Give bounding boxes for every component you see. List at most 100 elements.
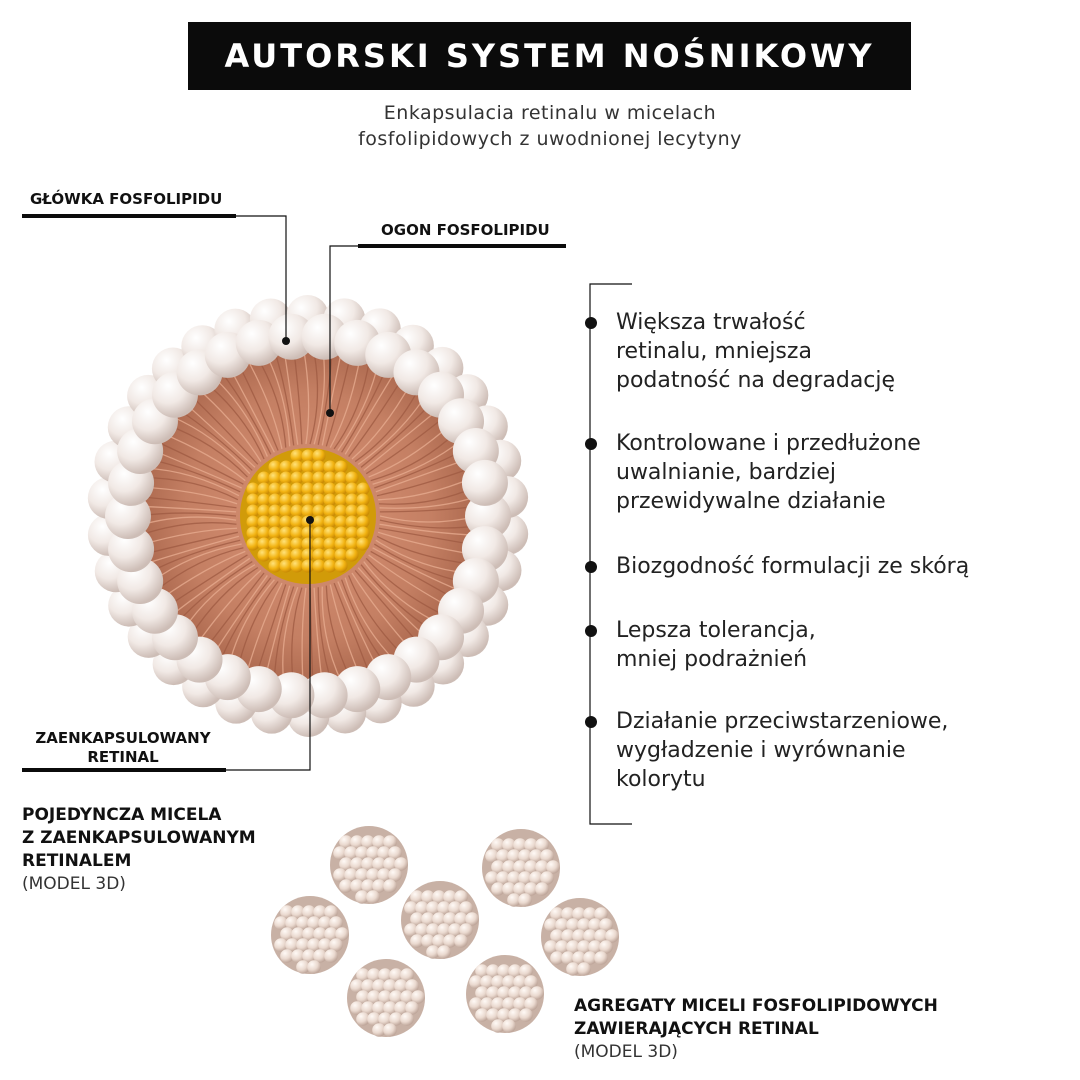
aggregate-bead [507, 871, 521, 885]
phospholipid-head [108, 526, 155, 573]
retinal-bead [301, 559, 315, 573]
aggregate-bead [361, 857, 375, 871]
aggregate-bead [513, 860, 527, 874]
aggregate-bead [529, 871, 543, 885]
aggregate-bead [502, 882, 516, 896]
retinal-bead [279, 515, 293, 529]
aggregate-bead [383, 1001, 397, 1015]
aggregate-bead [524, 975, 538, 989]
aggregate-bead [280, 905, 294, 919]
aggregate-bead [426, 945, 440, 959]
retinal-bead [257, 515, 271, 529]
retinal-bead [268, 471, 282, 485]
retinal-bead [345, 537, 359, 551]
benefit-item-1: Większa trwałość retinalu, mniejsza poda… [616, 308, 1076, 395]
aggregate-bead [502, 860, 516, 874]
aggregate-bead [448, 901, 462, 915]
retinal-bead [345, 471, 359, 485]
aggregate-bead [454, 890, 468, 904]
aggregate-bead [372, 979, 386, 993]
caption-line-1: POJEDYNCZA MICELA [22, 805, 222, 825]
subtitle-line-1: Enkapsulacia retinalu w micelach [383, 102, 717, 124]
aggregate-micelle [271, 896, 349, 974]
retinal-bead [279, 504, 293, 518]
retinal-bead [356, 504, 370, 518]
retinal-bead [312, 548, 326, 562]
benefit-bullet-3 [585, 561, 597, 573]
aggregate-caption: AGREGATY MICELI FOSFOLIPIDOWYCH ZAWIERAJ… [574, 995, 938, 1064]
aggregate-bead [469, 997, 483, 1011]
retinal-bead [301, 548, 315, 562]
aggregate-bead [497, 1008, 511, 1022]
retinal-bead [312, 482, 326, 496]
aggregate-bead [437, 923, 451, 937]
aggregate-bead [291, 949, 305, 963]
tail-strand [144, 535, 240, 565]
aggregate-bead [437, 945, 451, 959]
aggregate-bead [491, 860, 505, 874]
tail-strand [273, 349, 295, 446]
retinal-bead [323, 526, 337, 540]
retinal-bead [268, 548, 282, 562]
aggregate-bead [372, 1001, 386, 1015]
phospholipid-head [105, 493, 151, 539]
tail-strand [379, 496, 478, 509]
aggregate-bead [550, 951, 564, 965]
aggregate-micelle [401, 881, 479, 959]
tail-strand [354, 569, 420, 645]
aggregate-bead [372, 1023, 386, 1037]
aggregate-bead [561, 907, 575, 921]
retinal-bead [323, 537, 337, 551]
benefit-1-line-2: retinalu, mniejsza [616, 339, 812, 364]
aggregate-bead [400, 990, 414, 1004]
retinal-bead [356, 526, 370, 540]
aggregate-bead [443, 912, 457, 926]
retinal-bead [301, 471, 315, 485]
aggregate-bead [415, 923, 429, 937]
aggregate-bead [421, 912, 435, 926]
aggregate-bead [594, 951, 608, 965]
retinal-bead [345, 493, 359, 507]
aggregate-bead [497, 986, 511, 1000]
aggregate-bead [529, 849, 543, 863]
retinal-bead [268, 537, 282, 551]
aggregate-bead [485, 849, 499, 863]
benefit-2-line-3: przewidywalne działanie [616, 489, 886, 514]
aggregate-bead [555, 940, 569, 954]
aggregate-bead [383, 1023, 397, 1037]
aggregate-bead [544, 940, 558, 954]
aggregate-bead [524, 882, 538, 896]
aggregate-bead [302, 905, 316, 919]
retinal-bead [345, 515, 359, 529]
retinal-bead [334, 559, 348, 573]
aggregate-bead [361, 879, 375, 893]
aggregate-bead [350, 979, 364, 993]
retinal-bead [268, 482, 282, 496]
retinal-bead [290, 460, 304, 474]
aggregate-bead [561, 951, 575, 965]
retinal-bead [345, 504, 359, 518]
aggregate-bead [383, 857, 397, 871]
aggregate-bead [540, 849, 554, 863]
retinal-bead [279, 493, 293, 507]
aggregate-bead [291, 927, 305, 941]
aggregate-bead [410, 912, 424, 926]
aggregate-bead [367, 990, 381, 1004]
tail-strand [372, 547, 461, 592]
aggregate-bead [366, 890, 380, 904]
aggregate-bead [296, 938, 310, 952]
aggregate-bead [459, 901, 473, 915]
aggregate-bead [389, 968, 403, 982]
aggregate-bead [594, 907, 608, 921]
retinal-bead [246, 515, 260, 529]
tail-strand [344, 370, 397, 455]
aggregate-bead [356, 1012, 370, 1026]
aggregate-bead [550, 929, 564, 943]
aggregate-bead [339, 857, 353, 871]
tail-leader-line [329, 245, 358, 412]
tail-strand [155, 440, 244, 485]
retinal-bead [246, 537, 260, 551]
retinal-bead [312, 460, 326, 474]
retinal-bead [279, 526, 293, 540]
retinal-bead [356, 482, 370, 496]
